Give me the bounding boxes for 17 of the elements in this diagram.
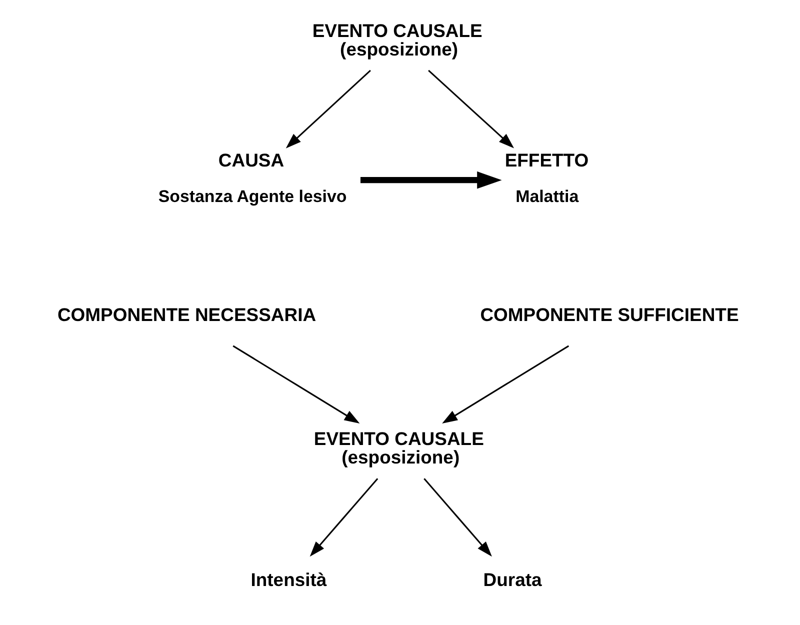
node-text: COMPONENTE SUFFICIENTE [480, 304, 738, 326]
arrow [423, 478, 492, 557]
node-text: EFFETTO [504, 149, 588, 170]
arrow [442, 345, 569, 424]
arrow [285, 70, 370, 148]
arrow [428, 70, 514, 148]
node-text: Durata [482, 568, 542, 590]
node-text: EVENTO CAUSALE (esposizione) [312, 20, 482, 60]
node-text: Intensità [250, 568, 326, 590]
arrow [232, 345, 360, 424]
arrow [360, 171, 502, 189]
arrow [309, 478, 378, 557]
node-text: COMPONENTE NECESSARIA [56, 304, 316, 326]
node-text: CAUSA [218, 149, 284, 170]
node-label: Sostanza Agente lesivo [158, 187, 346, 206]
node-text: EVENTO CAUSALE (esposizione) [313, 428, 484, 468]
node-label: Malattia [515, 187, 578, 206]
